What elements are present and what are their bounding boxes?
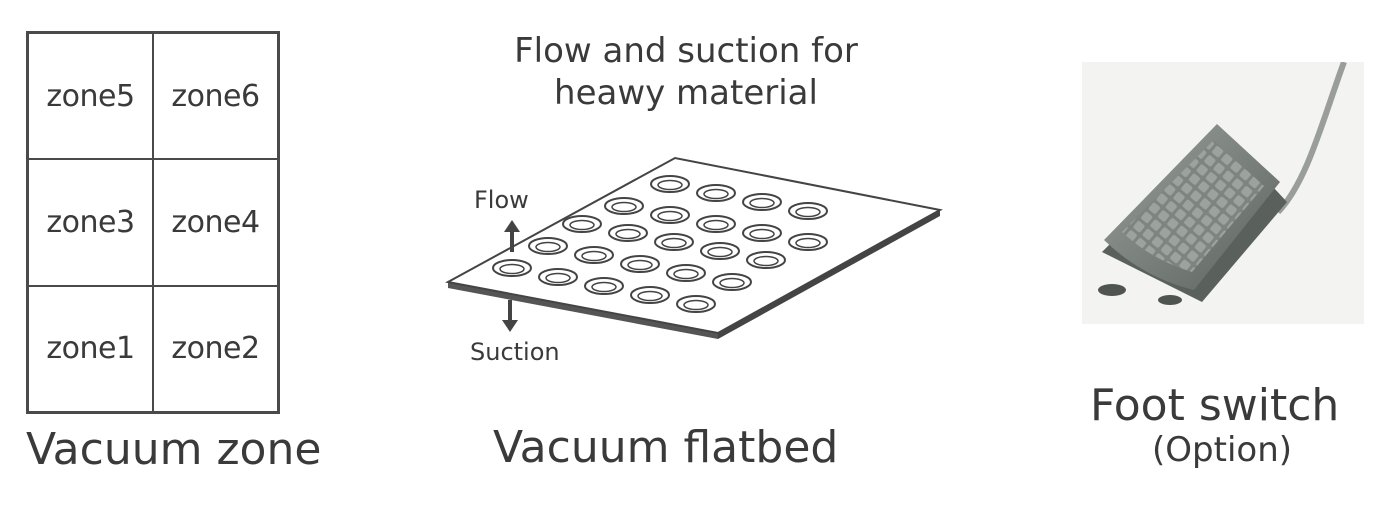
- suction-hole-inner: [581, 250, 607, 262]
- suction-label: Suction: [470, 338, 560, 366]
- suction-hole-inner: [657, 210, 683, 222]
- suction-hole-inner: [795, 237, 821, 249]
- suction-hole-inner: [719, 277, 745, 289]
- foot-switch-caption: Foot switch: [1090, 380, 1340, 431]
- pedal-foot: [1158, 295, 1182, 305]
- suction-hole-inner: [499, 263, 525, 275]
- suction-hole-inner: [749, 228, 775, 240]
- flatbed-title-line2: heawy material: [554, 73, 818, 113]
- zone-cell: zone3: [28, 159, 153, 286]
- suction-hole-inner: [615, 228, 641, 240]
- vacuum-flatbed-caption: Vacuum flatbed: [493, 422, 839, 473]
- vacuum-zone-caption: Vacuum zone: [26, 424, 322, 475]
- suction-hole-inner: [535, 241, 561, 253]
- suction-hole-inner: [545, 272, 571, 284]
- suction-hole-inner: [657, 179, 683, 191]
- suction-hole-inner: [753, 255, 779, 267]
- suction-hole-inner: [627, 259, 653, 271]
- suction-hole-inner: [683, 299, 709, 311]
- foot-pedal-icon: [1098, 60, 1347, 305]
- suction-hole-inner: [707, 246, 733, 258]
- pedal-cable: [1275, 60, 1347, 215]
- foot-switch-option: (Option): [1152, 430, 1293, 470]
- flow-arrow-icon: [504, 220, 520, 232]
- foot-switch-photo: [1082, 60, 1364, 324]
- vacuum-zone-grid: zone5 zone6 zone3 zone4 zone1 zone2: [26, 31, 280, 414]
- suction-holes: [492, 175, 828, 313]
- zone-cell: zone5: [28, 33, 153, 160]
- suction-hole-inner: [749, 197, 775, 209]
- suction-hole-inner: [673, 268, 699, 280]
- suction-hole-inner: [703, 219, 729, 231]
- suction-hole-inner: [591, 281, 617, 293]
- suction-hole-inner: [611, 201, 637, 213]
- zone-cell: zone1: [28, 285, 153, 412]
- zone-cell: zone6: [153, 33, 278, 160]
- pedal-foot: [1098, 284, 1126, 296]
- flow-label: Flow: [474, 186, 529, 214]
- flatbed-side-edge: [718, 210, 940, 339]
- vacuum-flatbed-illustration: [445, 156, 943, 339]
- pedal-grip: [1122, 140, 1264, 272]
- flatbed-edge: [448, 282, 718, 339]
- flatbed-plate: [445, 156, 943, 335]
- suction-arrow-icon: [502, 320, 518, 332]
- flatbed-title: Flow and suction for heawy material: [486, 30, 886, 114]
- suction-hole-inner: [637, 290, 663, 302]
- suction-hole-inner: [703, 188, 729, 200]
- zone-cell: zone4: [153, 159, 278, 286]
- zone-cell: zone2: [153, 285, 278, 412]
- suction-hole-inner: [569, 219, 595, 231]
- flatbed-title-line1: Flow and suction for: [514, 31, 858, 71]
- suction-hole-inner: [661, 237, 687, 249]
- suction-hole-inner: [795, 206, 821, 218]
